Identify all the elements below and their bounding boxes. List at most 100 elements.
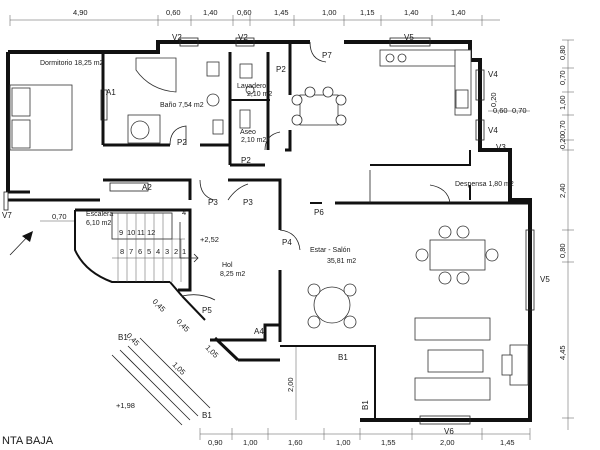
room-bano: Baño 7,54 m2 xyxy=(160,102,204,109)
dim-r-070: 0,70 xyxy=(512,106,527,115)
stair-num: 2 xyxy=(174,247,178,256)
dim-top-3: 1,40 xyxy=(203,8,218,17)
dim-bottom-2: 1,00 xyxy=(243,438,258,447)
code-p5: P5 xyxy=(202,306,212,315)
dim-bottom-7: 1,45 xyxy=(500,438,515,447)
dining-table xyxy=(429,239,486,271)
dim-right-5: 0,20 xyxy=(558,134,567,149)
code-v3: V3 xyxy=(496,143,506,152)
code-v5-right: V5 xyxy=(540,275,550,284)
code-p4: P4 xyxy=(282,238,292,247)
code-a2: A2 xyxy=(142,183,152,192)
dim-top-6: 1,00 xyxy=(322,8,337,17)
dim-105-b: 1,05 xyxy=(171,360,188,377)
code-v6: V6 xyxy=(444,427,454,436)
stair-num: 9 xyxy=(119,228,123,237)
room-despensa: Despensa 1,80 m2 xyxy=(455,181,514,188)
fireplace xyxy=(509,344,529,386)
dim-top-1: 4,90 xyxy=(73,8,88,17)
dim-r-020: 0,20 xyxy=(489,92,498,107)
dim-200: 2,00 xyxy=(286,377,295,392)
code-v7: V7 xyxy=(2,211,12,220)
dim-top-5: 1,45 xyxy=(274,8,289,17)
dim-right-4: 0,70 xyxy=(558,120,567,135)
sofa xyxy=(414,317,491,341)
code-p2-b: P2 xyxy=(276,65,286,74)
dim-r-060: 0,60 xyxy=(493,106,508,115)
code-p7: P7 xyxy=(322,51,332,60)
dim-right-2: 0,70 xyxy=(558,70,567,85)
kitchen-table xyxy=(299,94,339,126)
code-p6: P6 xyxy=(314,208,324,217)
windows xyxy=(3,37,535,425)
room-aseo: Aseo xyxy=(240,129,256,136)
dim-045-a: 0,45 xyxy=(151,297,168,314)
room-lavadero-area: 2,10 m2 xyxy=(247,91,272,98)
stair-num: 12 xyxy=(147,228,155,237)
north-arrow-icon xyxy=(9,231,33,256)
dim-bottom-4: 1,00 xyxy=(336,438,351,447)
room-estar-area: 35,81 m2 xyxy=(327,258,356,265)
level-198: +1,98 xyxy=(116,401,135,410)
code-b1-b: B1 xyxy=(361,400,370,410)
staircase xyxy=(111,212,199,282)
code-b1-d: B1 xyxy=(202,411,212,420)
room-escalera-area: 6,10 m2 xyxy=(86,220,111,227)
code-v2-a: V2 xyxy=(172,33,182,42)
code-p2-a: P2 xyxy=(177,138,187,147)
dim-bottom-3: 1,60 xyxy=(288,438,303,447)
code-v5-top: V5 xyxy=(404,33,414,42)
room-escalera: Escalera xyxy=(86,211,113,218)
stair-num: 5 xyxy=(147,247,151,256)
doors xyxy=(169,41,451,301)
code-a1: A1 xyxy=(106,88,116,97)
dim-right-8: 4,45 xyxy=(558,345,567,360)
round-table xyxy=(313,286,351,324)
dim-105-a: 1,05 xyxy=(204,343,221,360)
stair-num: 1 xyxy=(182,247,186,256)
level-252: +2,52 xyxy=(200,235,219,244)
room-hol: Hol xyxy=(222,262,233,269)
room-lavadero: Lavadero xyxy=(237,83,266,90)
stair-num: 3 xyxy=(165,247,169,256)
code-v2-b: V2 xyxy=(238,33,248,42)
dim-top-7: 1,15 xyxy=(360,8,375,17)
stair-num: 7 xyxy=(129,247,133,256)
code-b1-c: B1 xyxy=(118,333,128,342)
dim-top-8: 1,40 xyxy=(404,8,419,17)
dim-right-7: 0,80 xyxy=(558,243,567,258)
dim-right-3: 1,00 xyxy=(558,95,567,110)
furniture xyxy=(9,49,529,401)
dim-right-6: 2,40 xyxy=(558,183,567,198)
dim-left-070: 0,70 xyxy=(52,212,67,221)
dim-bottom-6: 2,00 xyxy=(440,438,455,447)
stair-num: 8 xyxy=(120,247,124,256)
code-p3-b: P3 xyxy=(243,198,253,207)
stair-step-numbers: 9 10 11 12 8 7 6 5 4 3 2 1 4 xyxy=(119,208,186,256)
room-aseo-area: 2,10 m2 xyxy=(241,137,266,144)
code-p2-c: P2 xyxy=(241,156,251,165)
stair-num: 4 xyxy=(182,208,186,217)
stair-num: 4 xyxy=(156,247,160,256)
stair-num: 11 xyxy=(137,228,145,237)
code-p3-a: P3 xyxy=(208,198,218,207)
dim-045-b: 0,45 xyxy=(175,317,192,334)
dim-top-4: 0,60 xyxy=(237,8,252,17)
code-b1-a: B1 xyxy=(338,353,348,362)
code-v4-a: V4 xyxy=(488,70,498,79)
dim-bottom-5: 1,55 xyxy=(381,438,396,447)
room-estar: Estar - Salón xyxy=(310,247,351,254)
stair-num: 10 xyxy=(127,228,135,237)
dim-bottom-1: 0,90 xyxy=(208,438,223,447)
drawing-title: NTA BAJA xyxy=(2,435,54,447)
code-a4: A4 xyxy=(254,327,264,336)
stair-num: 6 xyxy=(138,247,142,256)
dim-top-2: 0,60 xyxy=(166,8,181,17)
dim-right-1: 0,80 xyxy=(558,45,567,60)
room-dormitorio: Dormitorio 18,25 m2 xyxy=(40,60,104,67)
dim-top-9: 1,40 xyxy=(451,8,466,17)
room-hol-area: 8,25 m2 xyxy=(220,271,245,278)
dimension-lines xyxy=(9,15,574,440)
bathtub xyxy=(135,57,177,93)
